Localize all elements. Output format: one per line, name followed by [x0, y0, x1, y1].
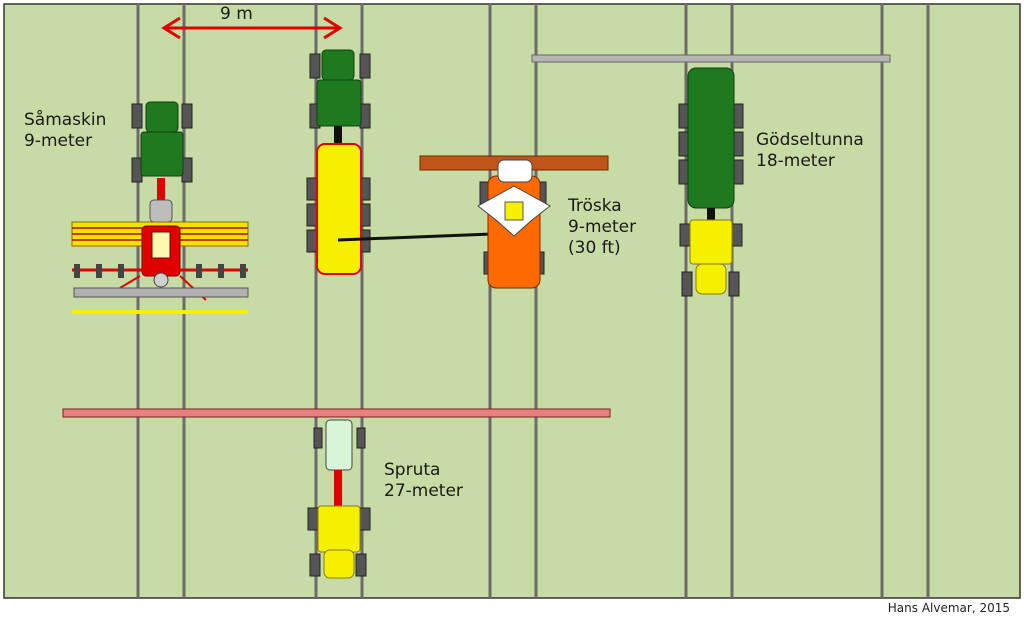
harvester-name: Tröska: [568, 196, 622, 216]
spacing-label: 9 m: [220, 4, 253, 24]
spacing-arrow: [161, 16, 343, 40]
seeder-machine: [71, 101, 249, 314]
manure-tank-width: 18-meter: [756, 151, 835, 171]
field-area: [3, 3, 1021, 599]
sprayer-name: Spruta: [384, 460, 441, 480]
sprayer-machine: [62, 408, 611, 579]
manure-tank-machine: [531, 54, 891, 297]
harvester-width: 9-meter: [568, 217, 637, 237]
credit-text: Hans Alvemar, 2015: [887, 601, 1010, 615]
manure-tank-label: Gödseltunna 18-meter: [756, 130, 864, 172]
harvester-width-ft: (30 ft): [568, 238, 621, 258]
sprayer-width: 27-meter: [384, 481, 463, 501]
seeder-name: Såmaskin: [24, 110, 107, 130]
seeder-width: 9-meter: [24, 131, 93, 151]
harvester-machine: [419, 155, 609, 289]
trailer-tractor: [306, 49, 493, 275]
tramlines: [136, 4, 930, 598]
harvester-label: Tröska 9-meter (30 ft): [568, 196, 636, 259]
seeder-label: Såmaskin 9-meter: [24, 110, 106, 152]
manure-tank-name: Gödseltunna: [756, 130, 864, 150]
sprayer-label: Spruta 27-meter: [384, 460, 463, 502]
